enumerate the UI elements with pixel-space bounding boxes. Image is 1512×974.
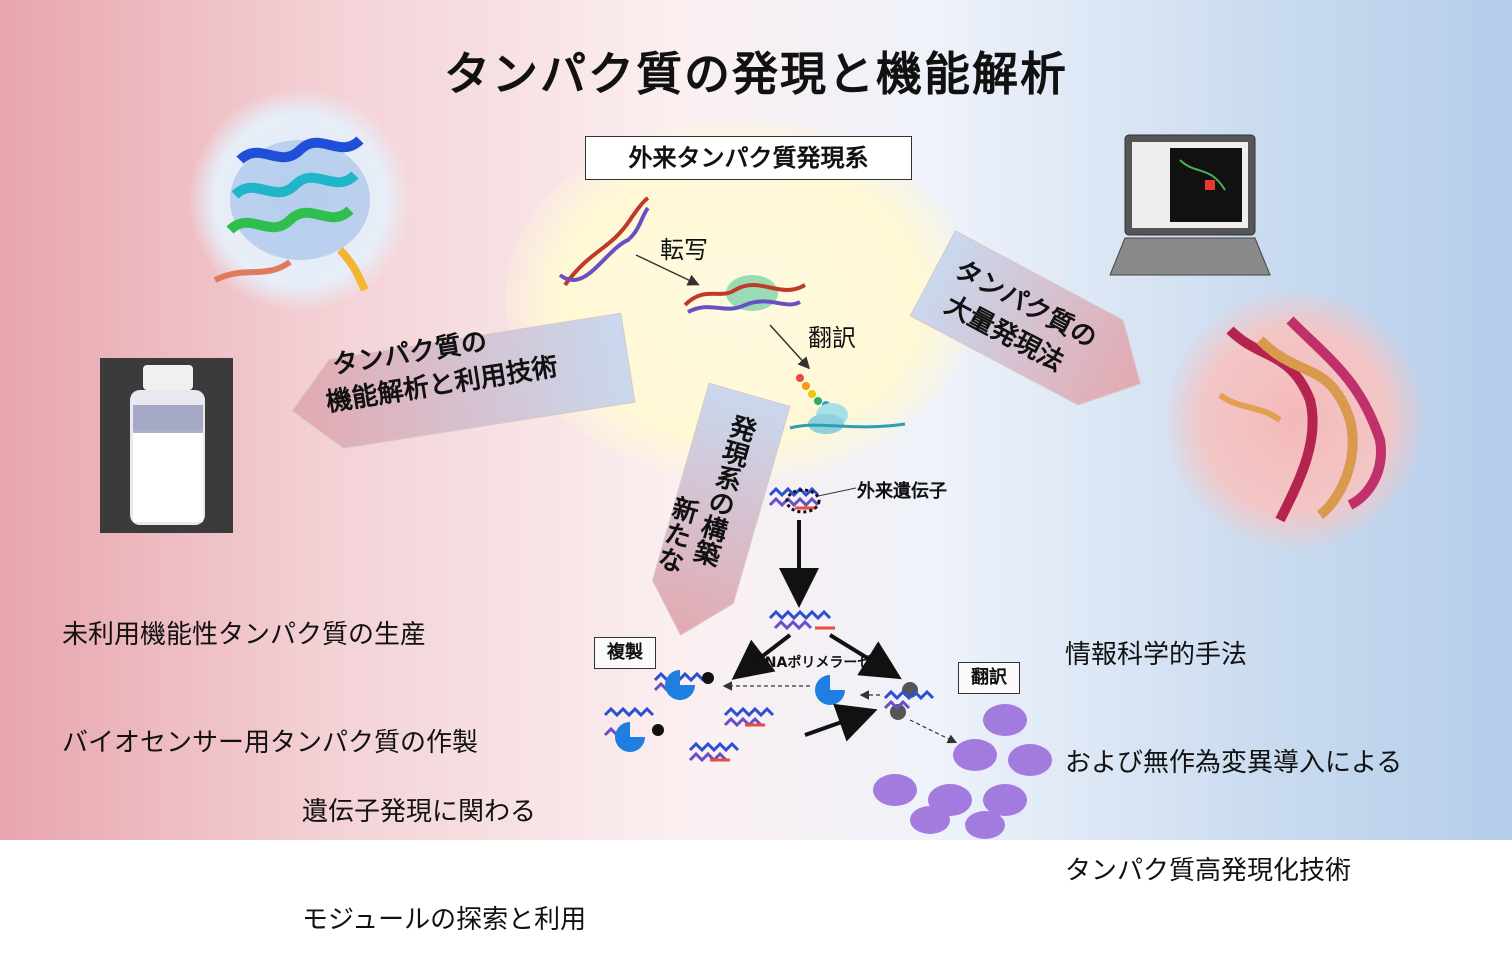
protein-glow-right — [1165, 290, 1425, 550]
translation-label: 翻訳 — [808, 324, 856, 352]
laptop-icon — [1109, 134, 1271, 276]
caption-bottom-line1: 遺伝子発現に関わる — [302, 797, 537, 827]
expression-system-box: 外来タンパク質発現系 — [585, 136, 912, 180]
rna-polymerase-label: RNAポリメラーゼ — [754, 655, 872, 671]
transcription-complex-icon — [683, 275, 807, 314]
transcription-label: 転写 — [660, 236, 708, 264]
caption-left-line1: 未利用機能性タンパク質の生産 — [62, 620, 427, 650]
bottle-photo — [100, 358, 233, 533]
diagram-graphics — [100, 134, 1386, 839]
caption-left: 未利用機能性タンパク質の生産 バイオセンサー用タンパク質の作製 — [62, 545, 478, 797]
arrow-down-line2: 発現系の構築 — [687, 410, 759, 570]
caption-right: 情報科学的手法 および無作為変異導入による タンパク質高発現化技術 — [1065, 565, 1402, 925]
foreign-gene-icon — [768, 486, 821, 514]
translation-cluster-icon — [883, 682, 935, 720]
protein-structure-left-icon — [213, 136, 370, 292]
caption-right-line3: タンパク質高発現化技術 — [1065, 856, 1352, 886]
caption-right-line2: および無作為変異導入による — [1065, 748, 1403, 778]
caption-left-line2: バイオセンサー用タンパク質の作製 — [62, 728, 479, 758]
foreign-gene-label: 外来遺伝子 — [857, 481, 947, 502]
ribosome-icon — [789, 374, 906, 434]
polymerase-icon — [615, 670, 845, 752]
arrow-left-shape — [291, 312, 636, 449]
replication-box: 複製 — [594, 637, 656, 669]
dna-helix-icon — [558, 196, 650, 287]
protein-products-icon — [873, 704, 1052, 839]
arrow-down-text: 新たな 発現系の構築 — [640, 400, 770, 600]
translation-box: 翻訳 — [958, 662, 1020, 694]
caption-bottom-line2: モジュールの探索と利用 — [302, 905, 587, 935]
protein-structure-right-icon — [1218, 316, 1386, 523]
arrow-down-shape — [652, 382, 791, 636]
caption-bottom: 遺伝子発現に関わる モジュールの探索と利用 — [302, 722, 586, 974]
caption-right-line1: 情報科学的手法 — [1065, 640, 1248, 670]
page-title: タンパク質の発現と機能解析 — [444, 47, 1068, 101]
arrow-right-shape — [909, 230, 1141, 406]
gene-copy-icon — [768, 609, 835, 631]
